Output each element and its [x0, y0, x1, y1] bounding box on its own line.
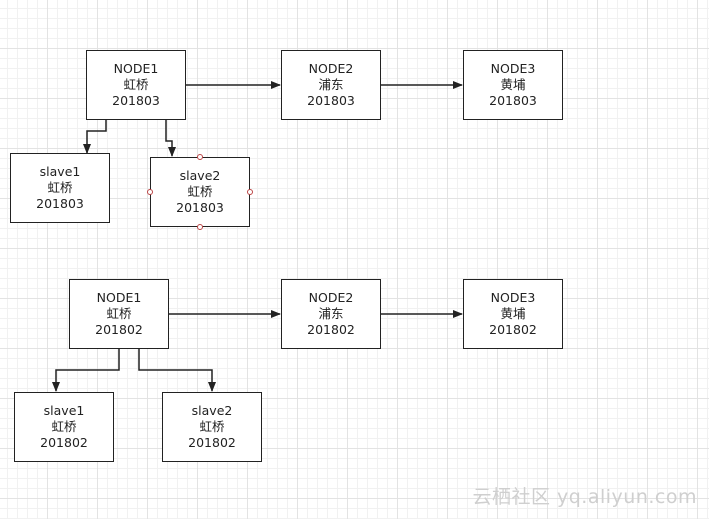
node-top-slave2[interactable]: slave2 虹桥 201803	[150, 157, 250, 227]
node-district: 黄埔	[500, 306, 526, 321]
node-top-slave1[interactable]: slave1 虹桥 201803	[10, 153, 110, 223]
node-date: 201803	[112, 93, 160, 108]
node-name: NODE2	[308, 61, 354, 76]
arrow-top-node1-slave1	[83, 120, 107, 154]
arrow-bottom-node1-slave2	[138, 349, 216, 392]
node-date: 201803	[176, 200, 224, 215]
node-name: NODE3	[490, 290, 536, 305]
node-name: slave2	[191, 403, 233, 418]
arrow-top-node1-slave2	[165, 120, 176, 157]
node-top-node2[interactable]: NODE2 浦东 201803	[281, 50, 381, 120]
node-date: 201803	[307, 93, 355, 108]
node-district: 虹桥	[47, 180, 73, 195]
selection-handle-bottom[interactable]	[197, 224, 203, 230]
node-top-node1[interactable]: NODE1 虹桥 201803	[86, 50, 186, 120]
node-district: 虹桥	[123, 77, 149, 92]
node-name: slave1	[39, 164, 81, 179]
node-date: 201802	[40, 435, 88, 450]
node-district: 虹桥	[187, 184, 213, 199]
node-name: NODE1	[96, 290, 142, 305]
node-top-node3[interactable]: NODE3 黄埔 201803	[463, 50, 563, 120]
node-district: 虹桥	[51, 419, 77, 434]
node-district: 黄埔	[500, 77, 526, 92]
selection-handle-right[interactable]	[247, 189, 253, 195]
node-bottom-node1[interactable]: NODE1 虹桥 201802	[69, 279, 169, 349]
node-date: 201803	[489, 93, 537, 108]
node-name: slave2	[179, 168, 221, 183]
watermark: 云栖社区 yq.aliyun.com	[472, 486, 697, 508]
arrow-bottom-node1-slave1	[52, 349, 120, 392]
node-district: 浦东	[318, 77, 344, 92]
node-district: 虹桥	[199, 419, 225, 434]
node-district: 浦东	[318, 306, 344, 321]
selection-handle-top[interactable]	[197, 154, 203, 160]
node-date: 201802	[95, 322, 143, 337]
node-bottom-slave2[interactable]: slave2 虹桥 201802	[162, 392, 262, 462]
node-bottom-node3[interactable]: NODE3 黄埔 201802	[463, 279, 563, 349]
selection-handle-left[interactable]	[147, 189, 153, 195]
node-name: NODE3	[490, 61, 536, 76]
node-name: NODE1	[113, 61, 159, 76]
node-name: NODE2	[308, 290, 354, 305]
node-date: 201802	[188, 435, 236, 450]
node-date: 201802	[489, 322, 537, 337]
node-bottom-slave1[interactable]: slave1 虹桥 201802	[14, 392, 114, 462]
node-date: 201803	[36, 196, 84, 211]
node-date: 201802	[307, 322, 355, 337]
node-name: slave1	[43, 403, 85, 418]
node-district: 虹桥	[106, 306, 132, 321]
node-bottom-node2[interactable]: NODE2 浦东 201802	[281, 279, 381, 349]
